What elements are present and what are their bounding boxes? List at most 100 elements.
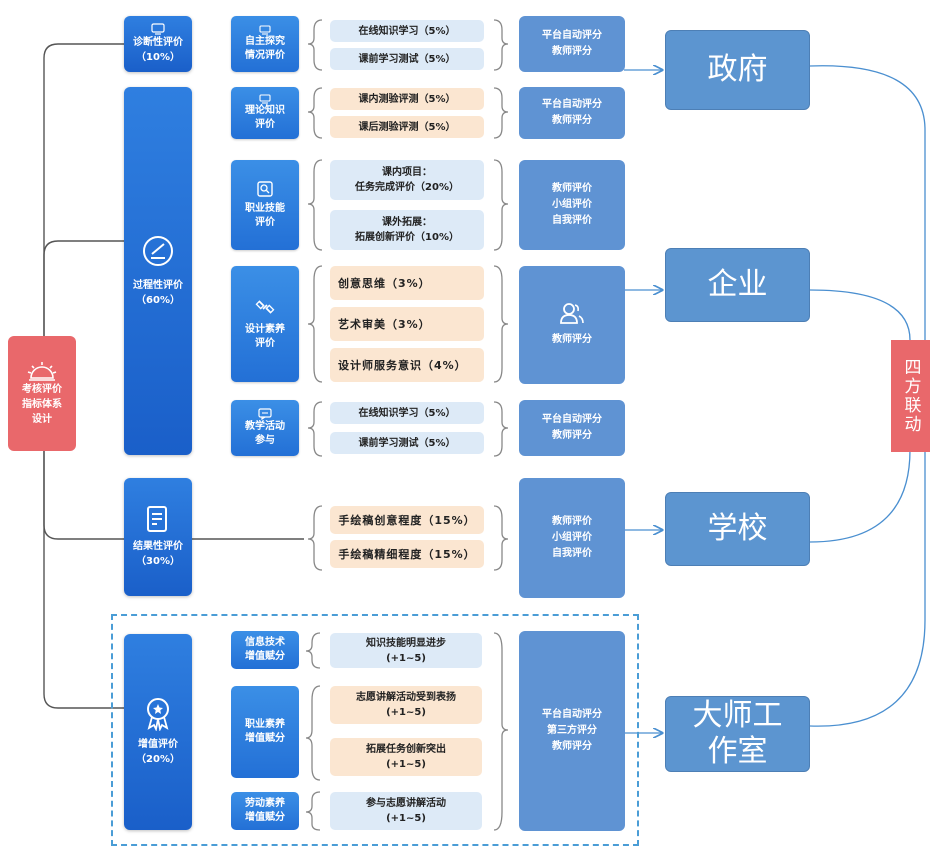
sun-icon xyxy=(27,362,57,381)
indicator-creative-thinking: 创意思维（3%） xyxy=(330,266,484,300)
category-name: 增值评价 xyxy=(138,739,178,750)
users-icon xyxy=(560,303,584,324)
indicator-pre-class-test: 课前学习测试（5%） xyxy=(330,48,484,70)
four-way-linkage: 四方联动 xyxy=(891,340,930,452)
party-master-studio: 大师工 作室 xyxy=(665,696,810,772)
evaluator-line: 小组评价 xyxy=(552,532,592,543)
evaluator-box-3: 教师评价 小组评价 自我评价 xyxy=(519,160,625,250)
sub-vocational-bonus: 职业素养 增值赋分 xyxy=(231,686,299,778)
evaluator-box-2: 平台自动评分 教师评分 xyxy=(519,87,625,139)
sub-teaching-activity: 教学活动 参与 xyxy=(231,400,299,456)
party-government: 政府 xyxy=(665,30,810,110)
value-added-group-box xyxy=(111,614,639,846)
sub-line-2: 参与 xyxy=(255,435,275,446)
monitor-icon xyxy=(151,23,165,35)
root-line-1: 考核评价 xyxy=(22,384,62,395)
party-school: 学校 xyxy=(665,492,810,566)
braces xyxy=(305,19,509,831)
indicator-in-class-project: 课内项目： 任务完成评价（20%） xyxy=(330,160,484,200)
sub-line-2: 评价 xyxy=(255,217,275,228)
evaluator-box-1: 平台自动评分 教师评分 xyxy=(519,16,625,72)
sub-line-2: 评价 xyxy=(255,119,275,130)
sub-line-1: 理论知识 xyxy=(245,105,285,116)
indicator-volunteer-participation: 参与志愿讲解活动 (+1~5) xyxy=(330,792,482,830)
indicator-in-class-quiz: 课内测验评测（5%） xyxy=(330,88,484,110)
sub-line-2: 增值赋分 xyxy=(245,651,285,662)
evaluator-line: 平台自动评分 xyxy=(542,30,602,41)
evaluator-line: 教师评分 xyxy=(552,46,592,57)
category-name: 结果性评价 xyxy=(133,541,183,552)
arrow-lines xyxy=(624,70,662,733)
indicator-online-learning-2: 在线知识学习（5%） xyxy=(330,402,484,424)
monitor-icon xyxy=(259,94,271,104)
root-line-2: 指标体系 xyxy=(22,399,62,410)
party-label: 学校 xyxy=(707,511,768,546)
indicator-online-learning: 在线知识学习（5%） xyxy=(330,20,484,42)
sub-line-1: 职业技能 xyxy=(245,203,285,214)
evaluator-line: 教师评价 xyxy=(552,516,592,527)
evaluator-line: 平台自动评分 xyxy=(542,414,602,425)
category-diagnostic: 诊断性评价 （10%） xyxy=(124,16,192,72)
category-weight: （30%） xyxy=(136,556,180,567)
sub-it-bonus: 信息技术 增值赋分 xyxy=(231,631,299,669)
party-enterprise: 企业 xyxy=(665,248,810,322)
indicator-art-aesthetics: 艺术审美（3%） xyxy=(330,307,484,341)
root-line-3: 设计 xyxy=(32,414,52,425)
sub-line-1: 劳动素养 xyxy=(245,798,285,809)
evaluator-line: 教师评分 xyxy=(552,334,592,345)
sub-line-1: 设计素养 xyxy=(245,324,285,335)
category-weight: （10%） xyxy=(136,52,180,63)
category-process: 过程性评价 （60%） xyxy=(124,87,192,455)
indicator-sketch-creativity: 手绘稿创意程度（15%） xyxy=(330,506,484,534)
evaluator-line: 教师评分 xyxy=(552,741,592,752)
indicator-service-awareness: 设计师服务意识（4%） xyxy=(330,348,484,382)
evaluator-box-6: 教师评价 小组评价 自我评价 xyxy=(519,478,625,598)
evaluator-line: 平台自动评分 xyxy=(542,709,602,720)
sub-line-1: 自主探究 xyxy=(245,36,285,47)
inspect-icon xyxy=(257,181,273,197)
award-icon xyxy=(147,698,169,731)
category-weight: （60%） xyxy=(136,295,180,306)
evaluator-line: 第三方评分 xyxy=(547,725,597,736)
edit-circle-icon xyxy=(143,236,173,266)
sub-self-inquiry: 自主探究 情况评价 xyxy=(231,16,299,72)
evaluator-line: 教师评分 xyxy=(552,430,592,441)
indicator-pre-class-test-2: 课前学习测试（5%） xyxy=(330,432,484,454)
indicator-volunteer-praise: 志愿讲解活动受到表扬 (+1~5) xyxy=(330,686,482,724)
document-icon xyxy=(147,506,167,532)
indicator-task-innovation: 拓展任务创新突出 (+1~5) xyxy=(330,738,482,776)
evaluator-line: 小组评价 xyxy=(552,199,592,210)
indicator-extension: 课外拓展： 拓展创新评价（10%） xyxy=(330,210,484,250)
sub-vocational-skill: 职业技能 评价 xyxy=(231,160,299,250)
indicator-sketch-detail: 手绘稿精细程度（15%） xyxy=(330,540,484,568)
evaluator-box-4: 教师评分 xyxy=(519,266,625,384)
evaluator-line: 自我评价 xyxy=(552,548,592,559)
evaluator-box-5: 平台自动评分 教师评分 xyxy=(519,400,625,456)
sub-design-literacy: 设计素养 评价 xyxy=(231,266,299,382)
sub-line-1: 职业素养 xyxy=(245,719,285,730)
monitor-icon xyxy=(259,25,271,35)
chat-icon xyxy=(258,408,272,420)
sub-theory-knowledge: 理论知识 评价 xyxy=(231,87,299,139)
party-label-line-2: 作室 xyxy=(707,734,768,769)
category-weight: （20%） xyxy=(136,754,180,765)
linkage-lines xyxy=(809,65,926,727)
sub-labor-bonus: 劳动素养 增值赋分 xyxy=(231,792,299,830)
sub-line-2: 评价 xyxy=(255,338,275,349)
root-node: 考核评价 指标体系 设计 xyxy=(8,336,76,451)
sub-line-2: 情况评价 xyxy=(245,50,285,61)
category-result: 结果性评价 （30%） xyxy=(124,478,192,596)
category-value-added: 增值评价 （20%） xyxy=(124,634,192,830)
category-name: 过程性评价 xyxy=(133,280,183,291)
evaluator-box-7: 平台自动评分 第三方评分 教师评分 xyxy=(519,631,625,831)
evaluator-line: 自我评价 xyxy=(552,215,592,226)
sub-line-1: 信息技术 xyxy=(245,637,285,648)
satellite-icon xyxy=(255,300,275,314)
tree-lines xyxy=(43,43,304,709)
party-label-line-1: 大师工 xyxy=(692,698,783,733)
evaluator-line: 平台自动评分 xyxy=(542,99,602,110)
evaluator-line: 教师评价 xyxy=(552,183,592,194)
sub-line-2: 增值赋分 xyxy=(245,733,285,744)
